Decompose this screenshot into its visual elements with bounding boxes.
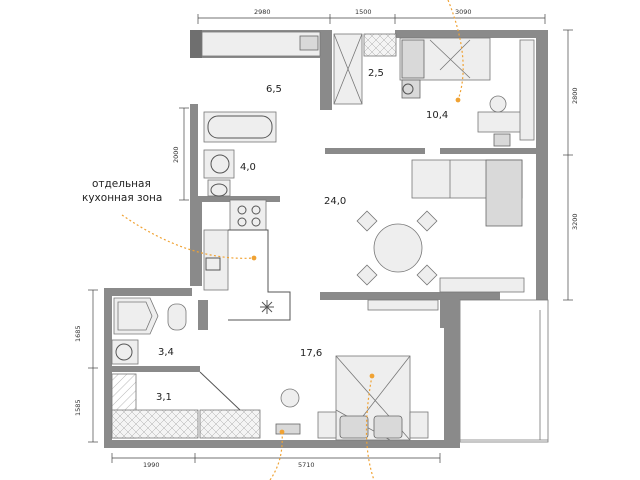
area-bathroom-1: 4,0	[240, 162, 256, 173]
note-line-1: отдельная	[92, 178, 151, 190]
area-storage: 3,1	[156, 392, 172, 403]
bathroom-2	[111, 297, 187, 365]
kitchen-zone	[203, 199, 291, 321]
main-bedroom	[275, 355, 429, 441]
dim-left-1: 2000	[172, 146, 180, 163]
living-room	[356, 159, 525, 311]
balcony	[460, 310, 548, 441]
walls	[104, 30, 549, 448]
dim-top-1: 2980	[254, 8, 271, 16]
zone-arcs	[121, 0, 464, 480]
note-line-2: кухонная зона	[82, 192, 162, 204]
area-bedroom-main: 17,6	[300, 348, 322, 359]
storage-room	[111, 371, 261, 439]
area-bedroom-small: 10,4	[426, 110, 448, 121]
small-bedroom	[399, 37, 535, 147]
dim-right-2: 3200	[571, 213, 579, 230]
kitchen-note: отдельная кухонная зона	[82, 178, 162, 204]
dim-bottom-1: 1990	[143, 461, 160, 469]
dim-top-2: 1500	[355, 8, 372, 16]
area-living: 24,0	[324, 196, 346, 207]
hall-storage	[201, 31, 397, 105]
dim-left-3: 1585	[74, 399, 82, 416]
dim-left-2: 1685	[74, 325, 82, 342]
dim-right-1: 2800	[571, 87, 579, 104]
bathroom-1	[203, 111, 277, 197]
dim-bottom-2: 5710	[298, 461, 315, 469]
dim-top-3: 3090	[455, 8, 472, 16]
area-labels: 6,5 2,5 10,4 4,0 24,0 3,4 3,1 17,6	[156, 68, 448, 403]
area-bathroom-2: 3,4	[158, 347, 174, 358]
area-hall: 6,5	[266, 84, 282, 95]
dimension-lines: 2980 1500 3090 2800 3200 2000 1685 1585 …	[74, 8, 579, 469]
area-wardrobe: 2,5	[368, 68, 384, 79]
